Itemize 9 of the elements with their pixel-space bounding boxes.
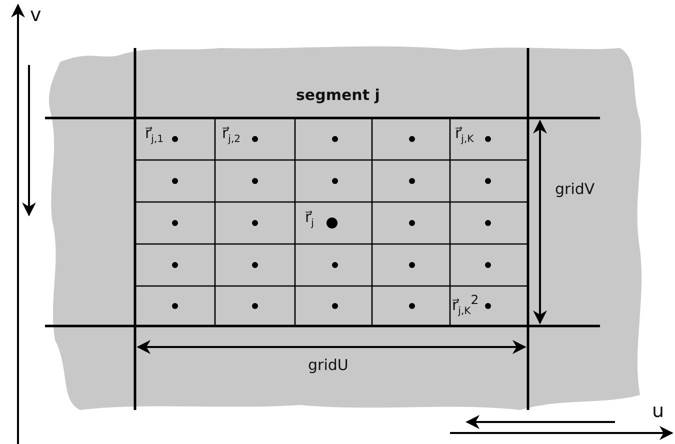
point-label: r⃗$_{j,K}$ <box>455 126 474 145</box>
axis-label: u <box>652 402 664 421</box>
segment-label: segment j <box>296 88 380 103</box>
dimension-label: gridU <box>308 358 348 373</box>
point-label: r⃗$_{j}$ <box>305 210 314 229</box>
dimension-label: gridV <box>555 182 595 197</box>
point-label: r⃗$_{j,1}$ <box>145 126 164 145</box>
axis-label: v <box>30 6 42 25</box>
point-label: r⃗$_{j,2}$ <box>222 126 240 145</box>
